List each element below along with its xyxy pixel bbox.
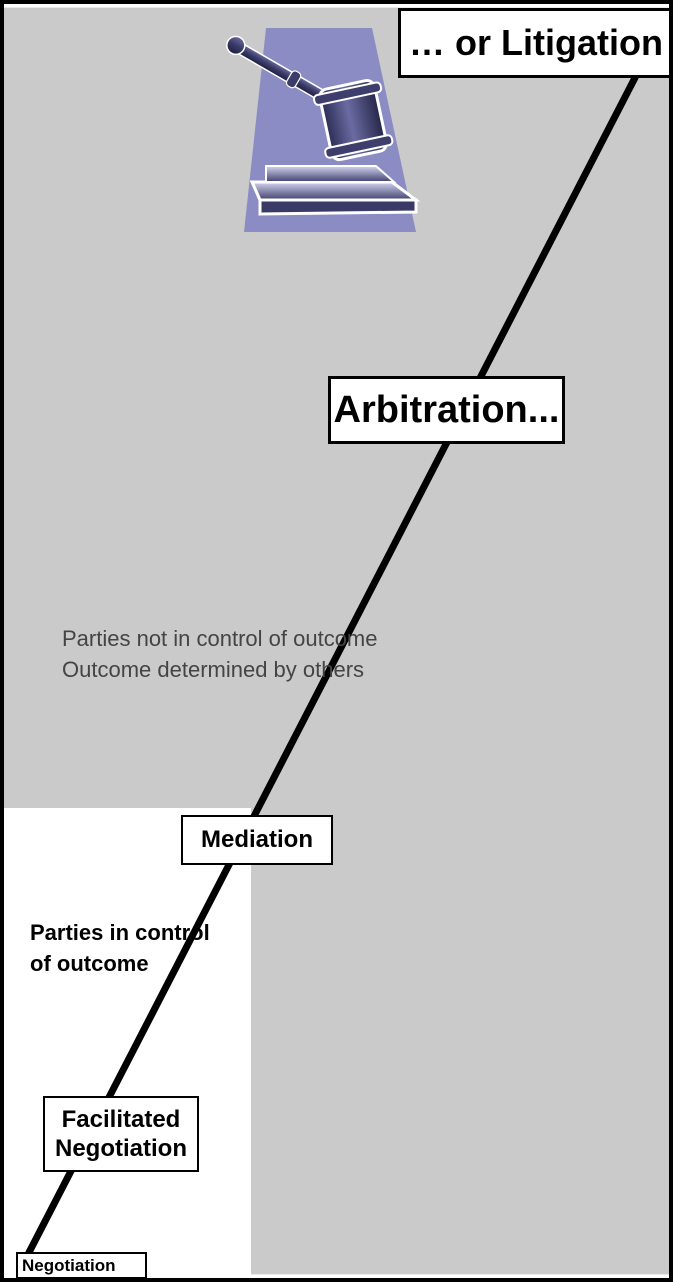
step-mediation: Mediation	[181, 815, 333, 865]
escalation-line	[18, 64, 644, 1270]
parties-control-note: Parties in control of outcome	[30, 917, 210, 979]
outcome-by-others-note: Parties not in control of outcome Outcom…	[62, 623, 378, 685]
step-negotiation: Negotiation	[16, 1252, 147, 1278]
gavel-icon	[226, 28, 421, 232]
parties-control-line1: Parties in control	[30, 920, 210, 945]
outcome-by-others-line2: Outcome determined by others	[62, 657, 365, 682]
step-facilitated-line1: Facilitated	[61, 1106, 181, 1133]
step-facilitated-line2: Negotiation	[55, 1135, 187, 1162]
outcome-by-others-line1: Parties not in control of outcome	[62, 626, 378, 651]
step-arbitration: Arbitration...	[328, 376, 565, 444]
step-litigation: … or Litigation	[398, 8, 669, 78]
outcome-by-others-zone	[4, 7, 669, 1275]
step-facilitated-negotiation: Facilitated Negotiation	[43, 1096, 199, 1172]
parties-control-line2: of outcome	[30, 951, 149, 976]
